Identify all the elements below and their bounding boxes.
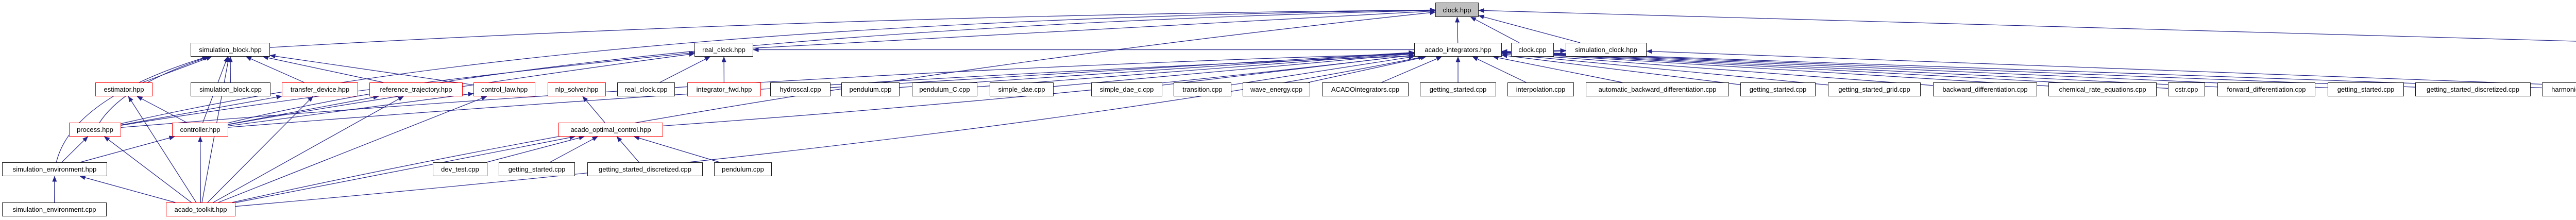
graph-node-tdh[interactable]: transfer_device.hpp	[282, 82, 358, 96]
graph-node-aoc[interactable]: acado_optimal_control.hpp	[558, 123, 663, 137]
graph-node-rcc[interactable]: real_clock.cpp	[617, 82, 675, 96]
graph-node-atk[interactable]: acado_toolkit.hpp	[166, 202, 235, 216]
graph-node-gs3[interactable]: getting_started.cpp	[2328, 82, 2404, 96]
graph-edge-atk-clock	[232, 10, 1436, 203]
graph-edge-rcc-rch	[659, 56, 710, 83]
graph-edge-seh-ctr	[80, 136, 175, 163]
graph-node-abd[interactable]: automatic_backward_differentiation.cpp	[1586, 82, 1729, 96]
graph-node-gs1[interactable]: getting_started.cpp	[1420, 82, 1496, 96]
graph-node-rch[interactable]: real_clock.hpp	[694, 43, 753, 57]
graph-node-sd[interactable]: simple_dae.cpp	[990, 82, 1054, 96]
graph-node-dev[interactable]: dev_test.cpp	[433, 162, 487, 176]
graph-edge-atk-est	[128, 96, 197, 203]
graph-edge-seh-prc	[61, 136, 89, 163]
graph-edge-atk-rth	[213, 96, 404, 203]
graph-node-cstr[interactable]: cstr.cpp	[2168, 82, 2205, 96]
graph-node-aih[interactable]: acado_integrators.hpp	[1414, 43, 1502, 57]
graph-node-sec[interactable]: simulation_environment.cpp	[2, 202, 107, 216]
graph-node-nsh[interactable]: nlp_solver.hpp	[548, 82, 606, 96]
graph-edge-ctr-est	[137, 96, 188, 123]
graph-edge-dev-aoc	[486, 136, 585, 163]
graph-edge-atk-seh	[79, 175, 176, 203]
graph-edge-atk-aoc	[235, 135, 575, 203]
graph-node-pen1[interactable]: pendulum.cpp	[841, 82, 900, 96]
graph-node-gsg[interactable]: getting_started_grid.cpp	[1828, 82, 1921, 96]
graph-node-sch[interactable]: simulation_clock.hpp	[1566, 43, 1647, 57]
graph-edge-gsg-aih	[1501, 52, 1828, 86]
graph-edge-ccp-clock	[1470, 16, 1520, 43]
graph-node-ifh[interactable]: integrator_fwd.hpp	[687, 82, 761, 96]
graph-edge-ctr-clock	[228, 8, 1436, 124]
graph-node-ctr[interactable]: controller.hpp	[172, 123, 228, 137]
graph-edge-prc-sch	[121, 48, 1566, 128]
graph-edge-atk-aih	[235, 55, 1424, 207]
graph-edge-atk-prc	[104, 136, 192, 203]
graph-node-hyd[interactable]: hydroscal.cpp	[770, 82, 831, 96]
graph-edge-atk-tdh	[207, 96, 314, 203]
graph-edge-sdc-aih	[1162, 53, 1415, 86]
graph-edge-sbh-clock	[269, 7, 1436, 48]
graph-edge-eih-clock	[1478, 8, 2576, 42]
graph-edge-scc-sch	[1646, 49, 2576, 86]
graph-edge-fwd-aih	[1501, 49, 2218, 88]
graph-edge-clh-sbh	[269, 54, 474, 86]
graph-node-gsd1[interactable]: getting_started_discretized.cpp	[2415, 82, 2531, 96]
graph-node-bwd[interactable]: backward_differentiation.cpp	[1933, 82, 2037, 96]
graph-edge-atk-clh	[218, 96, 487, 203]
graph-edge-cstr-aih	[1501, 50, 2168, 89]
graph-edge-atk-ctr	[198, 136, 203, 203]
graph-edge-itp-aih	[1472, 56, 1527, 83]
graph-edge-wav-aih	[1308, 55, 1427, 83]
graph-edge-rth-sbh	[262, 55, 384, 83]
graph-edge-tra-aih	[1231, 55, 1415, 86]
graph-edge-pen1-aih	[899, 50, 1415, 88]
graph-node-prc[interactable]: process.hpp	[69, 123, 121, 137]
graph-node-penC[interactable]: pendulum_C.cpp	[912, 82, 977, 96]
graph-edge-acadoint-aih	[1381, 56, 1442, 83]
graph-edge-gs3-aih	[1501, 49, 2328, 88]
graph-edge-abd-aih	[1493, 55, 1623, 83]
graph-node-est[interactable]: estimator.hpp	[95, 82, 152, 96]
graph-edge-tdh-sbh	[246, 56, 304, 83]
graph-edge-gsd1-aih	[1501, 49, 2416, 88]
graph-node-gsd2[interactable]: getting_started_discretized.cpp	[587, 162, 703, 176]
graph-node-acadoint[interactable]: ACADOintegrators.cpp	[1322, 82, 1409, 96]
graph-node-clock[interactable]: clock.hpp	[1435, 3, 1479, 17]
graph-node-gs2[interactable]: getting_started.cpp	[1740, 82, 1816, 96]
graph-node-itp[interactable]: interpolation.cpp	[1507, 82, 1574, 96]
graph-edge-sch-clock	[1478, 14, 1581, 43]
graph-node-sdc[interactable]: simple_dae_c.cpp	[1091, 82, 1162, 96]
graph-edge-gs2-aih	[1501, 53, 1741, 85]
graph-edge-est-sbh	[142, 56, 212, 83]
graph-node-fwd[interactable]: forward_differentiation.cpp	[2217, 82, 2315, 96]
graph-edge-cre-aih	[1501, 50, 2049, 87]
graph-edge-rch-clock	[753, 9, 1436, 48]
graph-edge-prc-tdh	[121, 95, 282, 126]
graph-edge-pen2-aoc	[634, 136, 720, 163]
graph-node-ccp[interactable]: clock.cpp	[1511, 43, 1554, 57]
graph-node-pen2[interactable]: pendulum.cpp	[714, 162, 772, 176]
graph-node-seh[interactable]: simulation_environment.hpp	[2, 162, 107, 176]
graph-node-sbc[interactable]: simulation_block.cpp	[191, 82, 270, 96]
graph-node-tra[interactable]: transition.cpp	[1174, 82, 1231, 96]
graph-edge-sd-aih	[1053, 52, 1415, 87]
graph-node-sbh[interactable]: simulation_block.hpp	[191, 43, 270, 57]
graph-edge-bwd-aih	[1501, 51, 1934, 86]
graph-edge-seh-sbh	[56, 56, 208, 163]
graph-edge-gs5-aoc	[549, 136, 598, 163]
graph-node-cre[interactable]: chemical_rate_equations.cpp	[2048, 82, 2157, 96]
graph-node-ho1[interactable]: harmonic_oscillator.cpp	[2542, 82, 2576, 96]
graph-node-rth[interactable]: reference_trajectory.hpp	[369, 82, 463, 96]
graph-edge-hyd-aih	[830, 50, 1415, 88]
graph-edge-ctr-rth	[228, 95, 379, 125]
graph-edge-aih-clock	[1455, 16, 1460, 43]
graph-node-clh[interactable]: control_law.hpp	[473, 82, 535, 96]
graph-edge-gsd2-aoc	[616, 136, 639, 163]
graph-node-gs5[interactable]: getting_started.cpp	[499, 162, 575, 176]
graph-edge-ctr-sch	[228, 48, 1566, 128]
graph-edge-ho1-aih	[1501, 49, 2543, 89]
graph-node-wav[interactable]: wave_energy.cpp	[1243, 82, 1310, 96]
